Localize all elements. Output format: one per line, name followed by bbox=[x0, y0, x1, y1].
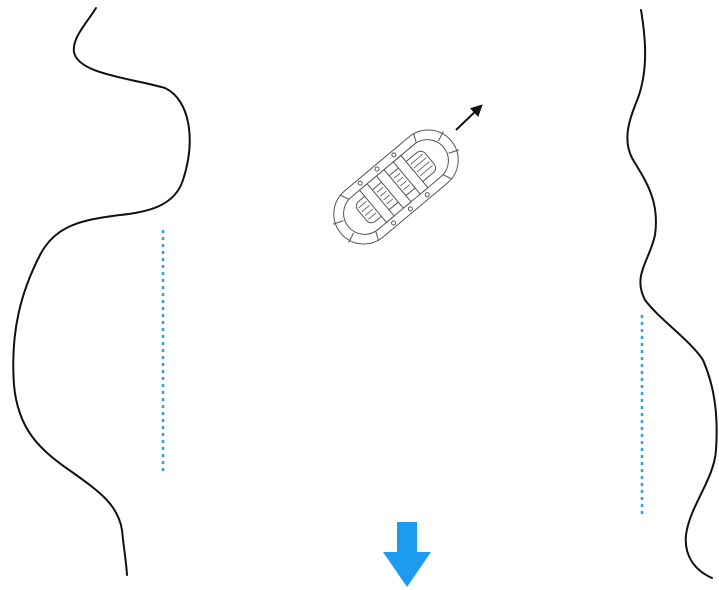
raft-icon bbox=[322, 118, 471, 257]
current-direction-arrow bbox=[383, 522, 431, 587]
left-river-bank bbox=[13, 8, 189, 575]
right-river-bank bbox=[627, 10, 716, 578]
raft-heading-arrow bbox=[456, 106, 481, 130]
